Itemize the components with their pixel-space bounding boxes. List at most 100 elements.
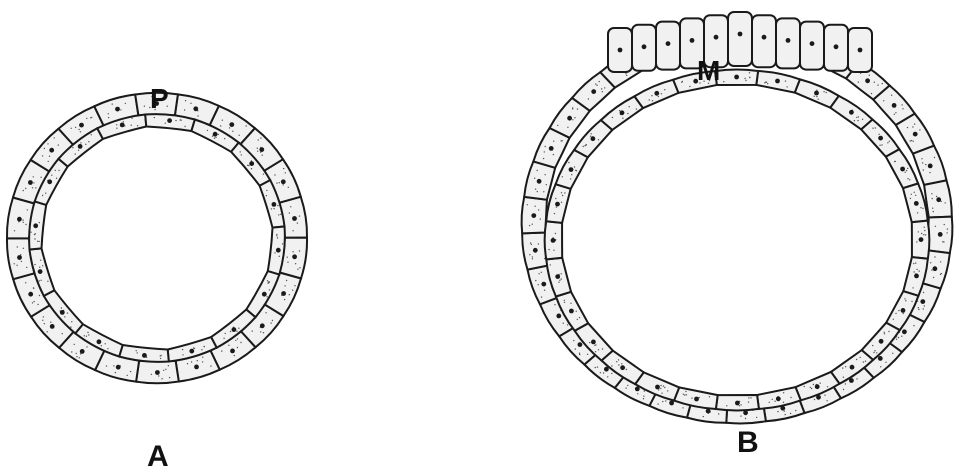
stipple-dot — [590, 136, 591, 137]
stipple-dot — [862, 119, 863, 120]
stipple-dot — [553, 250, 554, 251]
stipple-dot — [573, 340, 574, 341]
stipple-dot — [125, 103, 126, 104]
stipple-dot — [240, 151, 241, 152]
stipple-dot — [909, 179, 910, 180]
stipple-dot — [273, 208, 274, 209]
stipple-dot — [207, 130, 208, 131]
stipple-dot — [911, 140, 912, 141]
stipple-dot — [598, 139, 599, 140]
panel-label-a: A — [147, 440, 169, 470]
stipple-dot — [589, 342, 590, 343]
stipple-dot — [577, 108, 578, 109]
stipple-dot — [23, 248, 24, 249]
stipple-dot — [190, 103, 191, 104]
stipple-dot — [658, 389, 659, 390]
stipple-dot — [289, 294, 290, 295]
stipple-dot — [169, 377, 170, 378]
cell-nucleus — [914, 201, 919, 206]
stipple-dot — [934, 157, 935, 158]
stipple-dot — [120, 109, 121, 110]
stipple-dot — [44, 323, 45, 324]
stipple-dot — [888, 331, 889, 332]
stipple-dot — [221, 350, 222, 351]
stipple-dot — [611, 365, 612, 366]
stipple-dot — [917, 212, 918, 213]
stipple-dot — [541, 272, 542, 273]
stipple-dot — [940, 261, 941, 262]
stipple-dot — [823, 91, 824, 92]
stipple-dot — [902, 108, 903, 109]
stipple-dot — [237, 347, 238, 348]
stipple-dot — [910, 198, 911, 199]
stipple-dot — [197, 360, 198, 361]
stipple-dot — [272, 320, 273, 321]
stipple-dot — [785, 80, 786, 81]
stipple-dot — [903, 313, 904, 314]
stipple-dot — [86, 118, 87, 119]
stipple-dot — [263, 332, 264, 333]
stipple-dot — [562, 176, 563, 177]
stipple-dot — [843, 389, 844, 390]
stipple-dot — [224, 138, 225, 139]
stipple-dot — [48, 161, 49, 162]
stipple-dot — [158, 375, 159, 376]
stipple-dot — [643, 396, 644, 397]
cell-nucleus — [531, 213, 536, 218]
stipple-dot — [923, 234, 924, 235]
stipple-dot — [745, 418, 746, 419]
cell-nucleus — [97, 339, 102, 344]
stipple-dot — [25, 188, 26, 189]
stipple-dot — [136, 350, 137, 351]
stipple-dot — [595, 367, 596, 368]
stipple-dot — [905, 300, 906, 301]
stipple-dot — [280, 214, 281, 215]
cell-nucleus — [115, 107, 120, 112]
stipple-dot — [247, 165, 248, 166]
cell-nucleus — [120, 123, 125, 128]
cell-nucleus — [776, 396, 781, 401]
stipple-dot — [44, 148, 45, 149]
stipple-dot — [75, 153, 76, 154]
stipple-dot — [288, 187, 289, 188]
stipple-dot — [257, 148, 258, 149]
stipple-dot — [920, 207, 921, 208]
stipple-dot — [750, 397, 751, 398]
stipple-dot — [749, 72, 750, 73]
stipple-dot — [595, 83, 596, 84]
stipple-dot — [55, 170, 56, 171]
stipple-dot — [601, 88, 602, 89]
stipple-dot — [80, 131, 81, 132]
stipple-dot — [843, 377, 844, 378]
stipple-dot — [579, 317, 580, 318]
stipple-dot — [718, 413, 719, 414]
stipple-dot — [39, 280, 40, 281]
stipple-dot — [874, 82, 875, 83]
stipple-dot — [131, 125, 132, 126]
stipple-dot — [932, 208, 933, 209]
stipple-dot — [842, 367, 843, 368]
stipple-dot — [228, 345, 229, 346]
stipple-dot — [627, 385, 628, 386]
stipple-dot — [538, 273, 539, 274]
cell-nucleus — [786, 38, 791, 43]
stipple-dot — [131, 118, 132, 119]
stipple-dot — [545, 146, 546, 147]
cell-nucleus — [878, 356, 883, 361]
stipple-dot — [795, 410, 796, 411]
stipple-dot — [660, 388, 661, 389]
stipple-dot — [75, 127, 76, 128]
stipple-dot — [863, 361, 864, 362]
stipple-dot — [282, 243, 283, 244]
stipple-dot — [49, 156, 50, 157]
cell-nucleus — [229, 122, 234, 127]
stipple-dot — [904, 298, 905, 299]
cell-nucleus — [230, 349, 235, 354]
stipple-dot — [911, 194, 912, 195]
stipple-dot — [570, 178, 571, 179]
stipple-dot — [629, 106, 630, 107]
stipple-dot — [576, 170, 577, 171]
stipple-dot — [709, 396, 710, 397]
cell-nucleus — [262, 292, 267, 297]
cell-nucleus — [249, 161, 254, 166]
